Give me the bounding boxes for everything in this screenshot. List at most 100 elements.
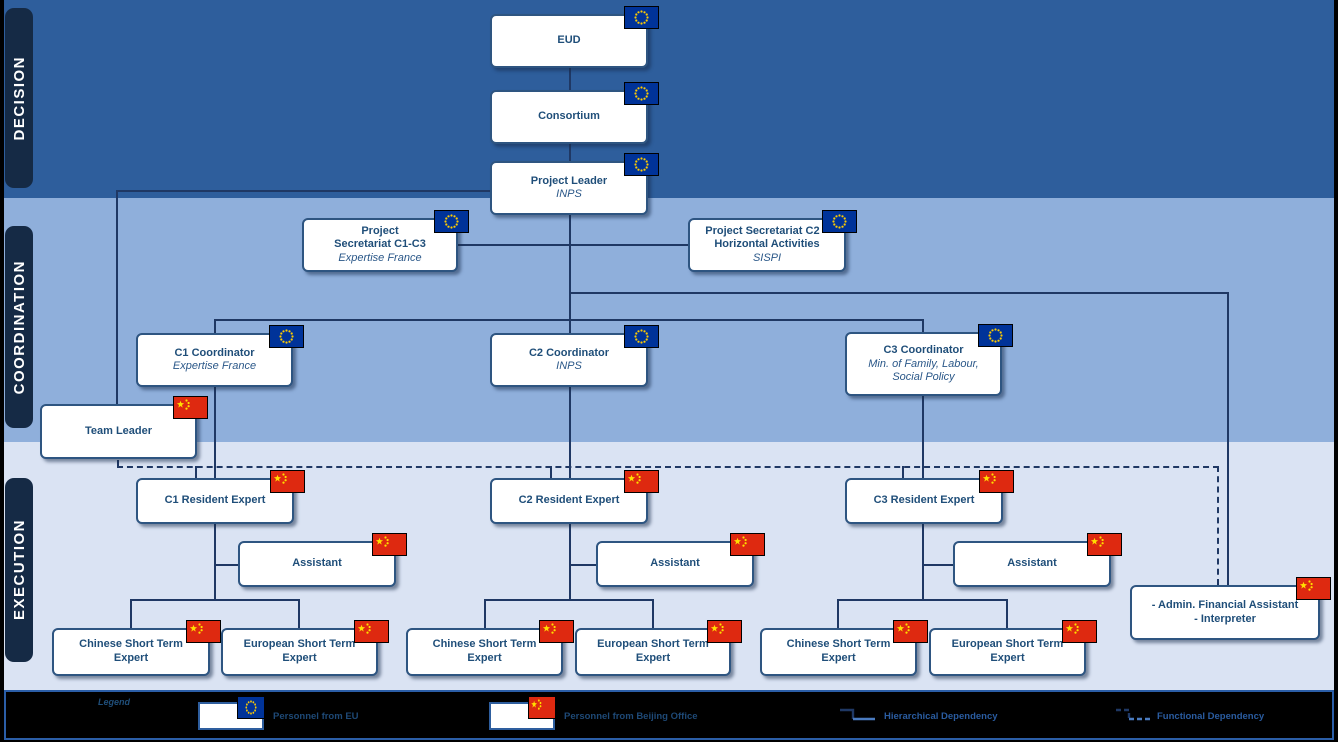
hierarchy-connector xyxy=(214,564,240,566)
hierarchy-connector xyxy=(569,292,1229,294)
functional-connector xyxy=(117,460,119,468)
node-title: C3 Resident Expert xyxy=(873,494,975,507)
hierarchy-connector xyxy=(922,396,924,478)
china-flag-icon xyxy=(173,396,208,419)
hierarchy-connector xyxy=(458,244,689,246)
hierarchy-connector xyxy=(569,564,598,566)
node-org: INPS xyxy=(556,188,582,201)
execution-label-text: EXECUTION xyxy=(10,519,28,621)
hierarchy-connector xyxy=(1227,292,1229,586)
legend-title: Legend xyxy=(98,697,131,707)
eu-flag-icon xyxy=(434,210,469,233)
node-project-leader: Project Leader INPS xyxy=(490,153,659,215)
node-c2-chinese-short-term-expert: Chinese Short Term Expert xyxy=(406,620,574,676)
china-flag-icon xyxy=(270,470,305,493)
node-c1-coordinator: C1 Coordinator Expertise France xyxy=(136,325,304,387)
node-title: Project Leader xyxy=(530,174,608,187)
functional-connector xyxy=(195,466,197,478)
hierarchical-dependency-icon xyxy=(840,708,875,721)
eu-flag-icon xyxy=(822,210,857,233)
node-title: C2 Resident Expert xyxy=(518,494,620,507)
node-c1-resident-expert: C1 Resident Expert xyxy=(136,470,305,524)
hierarchy-connector xyxy=(569,144,571,163)
functional-connector xyxy=(550,466,552,478)
node-c3-chinese-short-term-expert: Chinese Short Term Expert xyxy=(760,620,928,676)
hierarchy-connector xyxy=(214,319,924,321)
node-title: C3 Coordinator xyxy=(883,343,964,356)
legend-beijing-sample-box xyxy=(489,696,556,730)
node-c1-european-short-term-expert: European Short Term Expert xyxy=(221,620,389,676)
node-title: European Short Term Expert xyxy=(951,638,1064,664)
eu-flag-icon xyxy=(978,324,1013,347)
node-title: Chinese Short Term Expert xyxy=(79,638,183,664)
decision-label-text: DECISION xyxy=(10,55,28,141)
node-admin-financial-assistant-interpreter: - Admin. Financial Assistant - Interpret… xyxy=(1130,577,1331,640)
legend-eu-sample-box xyxy=(198,696,265,730)
functional-connector xyxy=(117,466,1219,468)
china-flag-icon xyxy=(372,533,407,556)
china-flag-icon xyxy=(528,696,556,719)
hierarchy-connector xyxy=(837,599,839,628)
hierarchy-connector xyxy=(484,599,654,601)
eu-flag-icon xyxy=(624,325,659,348)
node-title: Assistant xyxy=(650,557,700,570)
node-c3-coordinator: C3 Coordinator Min. of Family, Labour, S… xyxy=(845,324,1013,396)
china-flag-icon xyxy=(730,533,765,556)
node-title: European Short Term Expert xyxy=(597,638,709,664)
china-flag-icon xyxy=(354,620,389,643)
china-flag-icon xyxy=(979,470,1014,493)
node-title: Team Leader xyxy=(84,424,153,437)
node-c3-resident-expert: C3 Resident Expert xyxy=(845,470,1014,524)
node-c1-chinese-short-term-expert: Chinese Short Term Expert xyxy=(52,620,221,676)
node-title: C2 Coordinator xyxy=(528,346,610,359)
hierarchy-connector xyxy=(922,319,924,333)
node-c2-coordinator: C2 Coordinator INPS xyxy=(490,325,659,387)
china-flag-icon xyxy=(707,620,742,643)
node-c3-european-short-term-expert: European Short Term Expert xyxy=(929,620,1097,676)
china-flag-icon xyxy=(624,470,659,493)
legend-functional-label: Functional Dependency xyxy=(1157,711,1265,722)
functional-connector xyxy=(902,466,904,478)
hierarchy-connector xyxy=(130,599,132,628)
eu-flag-icon xyxy=(624,82,659,105)
node-org: INPS xyxy=(556,360,582,373)
node-consortium: Consortium xyxy=(490,82,659,144)
hierarchy-connector xyxy=(116,190,492,192)
hierarchy-connector xyxy=(837,599,1008,601)
node-c1-assistant: Assistant xyxy=(238,533,407,587)
node-title: C1 Resident Expert xyxy=(164,494,266,507)
node-title: Project Secretariat C2 – Horizontal Acti… xyxy=(705,224,829,251)
china-flag-icon xyxy=(893,620,928,643)
node-c2-resident-expert: C2 Resident Expert xyxy=(490,470,659,524)
hierarchy-connector xyxy=(214,524,216,601)
node-team-leader: Team Leader xyxy=(40,396,208,459)
node-title: Project Secretariat C1-C3 xyxy=(334,224,426,251)
china-flag-icon xyxy=(1062,620,1097,643)
legend-hierarchical-label: Hierarchical Dependency xyxy=(884,711,998,722)
functional-dependency-icon xyxy=(1116,708,1151,721)
coordination-label-text: COORDINATION xyxy=(10,259,28,395)
node-title: C1 Coordinator xyxy=(174,346,255,359)
hierarchy-connector xyxy=(569,68,571,92)
hierarchy-connector xyxy=(214,387,216,478)
china-flag-icon xyxy=(1296,577,1331,600)
node-title: Chinese Short Term Expert xyxy=(786,638,891,664)
eu-flag-icon xyxy=(269,325,304,348)
hierarchy-connector xyxy=(214,319,216,334)
node-title: Assistant xyxy=(1007,557,1057,570)
eu-flag-icon xyxy=(624,153,659,176)
node-c3-assistant: Assistant xyxy=(953,533,1122,587)
hierarchy-connector xyxy=(569,215,571,335)
node-title: Chinese Short Term Expert xyxy=(432,638,537,664)
execution-label: EXECUTION xyxy=(5,478,33,662)
china-flag-icon xyxy=(539,620,574,643)
legend-personnel-eu-label: Personnel from EU xyxy=(273,711,359,722)
decision-label: DECISION xyxy=(5,8,33,188)
node-title: EUD xyxy=(557,34,581,47)
hierarchy-connector xyxy=(569,387,571,478)
node-title: Assistant xyxy=(292,557,342,570)
node-org: SISPI xyxy=(752,252,782,265)
node-title: - Admin. Financial Assistant - Interpret… xyxy=(1151,598,1299,625)
hierarchy-connector xyxy=(116,190,118,406)
